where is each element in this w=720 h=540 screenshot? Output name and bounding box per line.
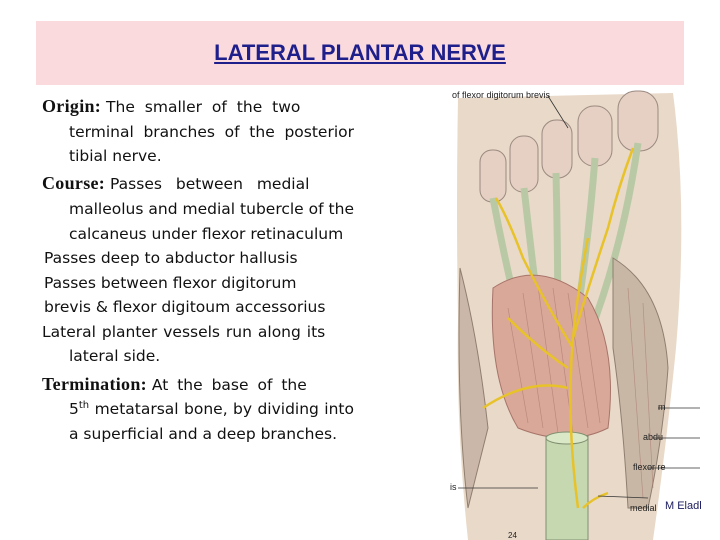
termination-number: 5 xyxy=(69,400,79,418)
course-lateral-rest: lateral side. xyxy=(69,347,161,365)
label-is: is xyxy=(450,482,457,492)
toes xyxy=(479,90,659,203)
abductor-muscle xyxy=(612,257,669,509)
foot-anatomy-illustration: of flexor digitorum brevis m abdu flexor… xyxy=(448,88,700,540)
course-item-3: brevis & flexor digitoum accessorius xyxy=(44,298,326,316)
origin-rest: terminal branches of the posterior tibia… xyxy=(69,122,354,166)
foot-sole-drawing: of flexor digitorum brevis m abdu flexor… xyxy=(450,90,700,540)
course-line1: Passes between medial xyxy=(110,174,310,193)
course-lateral-line1: Lateral planter vessels run along its xyxy=(42,322,326,341)
course-rest: malleolus and medial tubercle of the cal… xyxy=(69,200,354,243)
course-line: Course: Passes between medial xyxy=(42,171,354,197)
label-flexor-re: flexor re xyxy=(633,462,666,472)
label-figure-number: 24 xyxy=(508,531,517,540)
author-credit: M Eladl xyxy=(665,500,702,512)
label-m: m xyxy=(658,402,666,412)
lateral-muscle xyxy=(458,267,489,509)
termination-line1: At the base of the xyxy=(151,375,307,394)
origin-line: Origin: The smaller of the two xyxy=(42,94,354,120)
termination-heading: Termination: xyxy=(42,373,147,394)
termination-superscript: th xyxy=(78,399,90,411)
label-flexor-digitorum-brevis: of flexor digitorum brevis xyxy=(452,90,551,100)
origin-line1: The smaller of the two xyxy=(106,98,301,116)
title-banner xyxy=(36,21,684,85)
heel-tendon xyxy=(545,435,589,540)
label-medial: medial xyxy=(630,503,657,513)
origin-heading: Origin: xyxy=(42,96,102,116)
label-leader-lines xyxy=(458,95,700,499)
muscle-striations xyxy=(507,285,654,499)
page-title: LATERAL PLANTAR NERVE xyxy=(214,40,506,65)
course-heading: Course: xyxy=(42,172,106,193)
label-abdu: abdu xyxy=(643,432,663,442)
slide-body: Origin: The smaller of the two terminal … xyxy=(42,94,354,446)
course-item-1: Passes deep to abductor hallusis xyxy=(44,249,298,267)
termination-rest: 5th metatarsal bone, by dividing into a … xyxy=(42,397,354,446)
termination-line2: metatarsal bone, by dividing into a supe… xyxy=(69,400,354,443)
course-item-2: Passes between flexor digitorum xyxy=(44,273,297,292)
termination-line: Termination: At the base of the xyxy=(42,372,354,398)
plantar-nerve-branches xyxy=(482,147,635,509)
